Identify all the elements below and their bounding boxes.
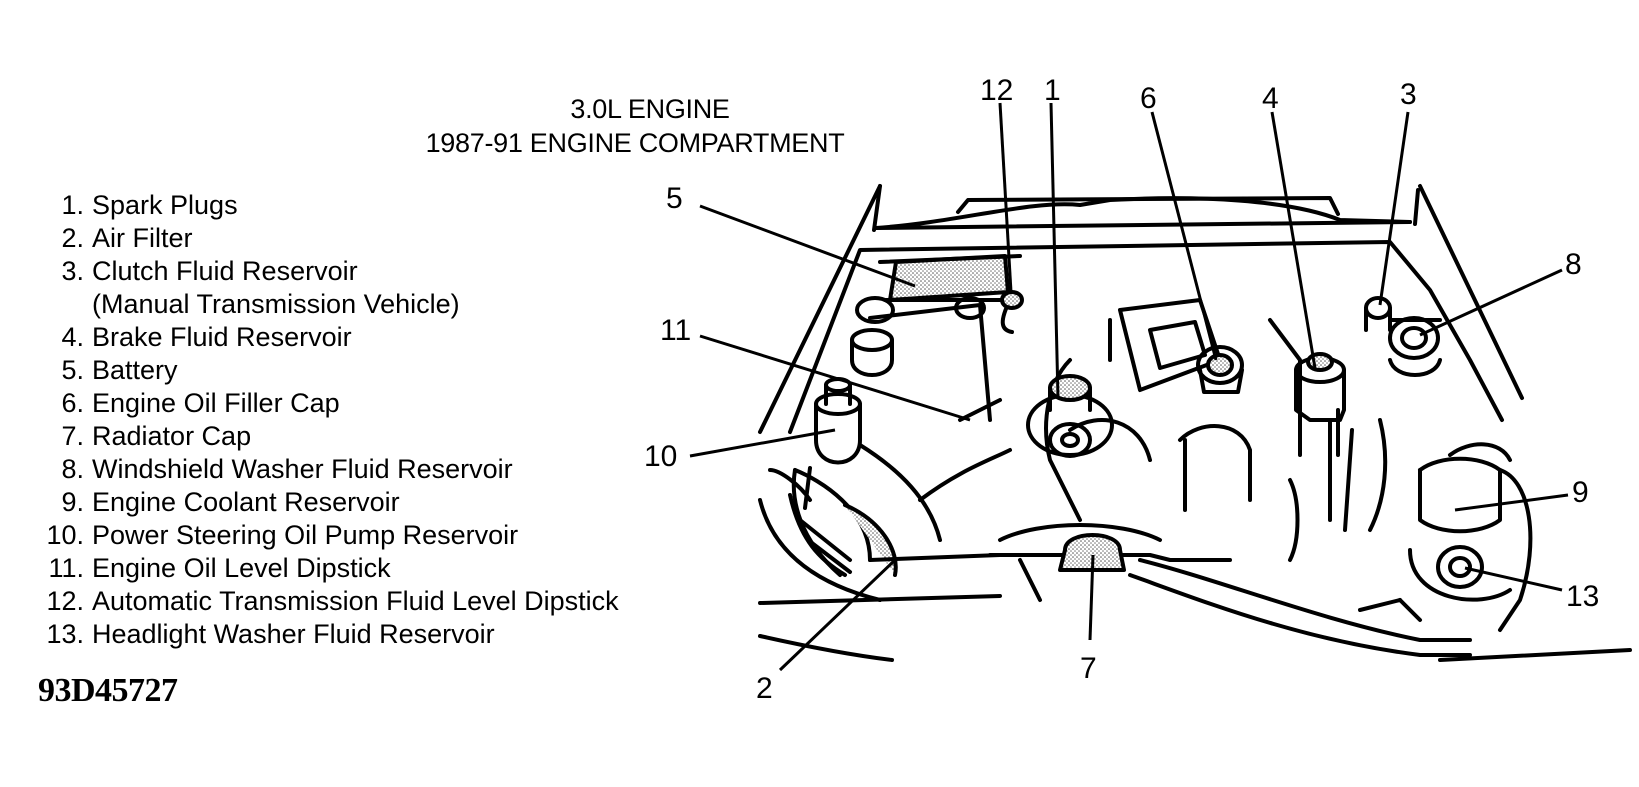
- leader-4: [1270, 111, 1317, 369]
- diagram-title-line1: 3.0L ENGINE: [570, 94, 730, 124]
- legend-number: 12.: [46, 586, 84, 616]
- callout-3: 3: [1400, 78, 1417, 111]
- leader-12: [998, 102, 1013, 293]
- legend-number: 1.: [61, 190, 84, 220]
- figure-code: 93D45727: [38, 672, 178, 709]
- callout-13: 13: [1566, 580, 1599, 613]
- legend-number: 7.: [61, 421, 84, 451]
- radiator-cap: [1058, 533, 1126, 572]
- leader-13: [1464, 566, 1563, 592]
- leader-6: [1150, 111, 1218, 361]
- washer-fluid-reservoir: [1388, 316, 1442, 377]
- legend-number: 4.: [61, 322, 84, 352]
- leader-3: [1378, 111, 1410, 306]
- leader-9: [1454, 493, 1569, 512]
- legend-number: 8.: [61, 454, 84, 484]
- legend-label: Spark Plugs: [92, 190, 238, 220]
- leader-2: [778, 558, 897, 672]
- callout-9: 9: [1572, 476, 1589, 509]
- legend-label: Air Filter: [92, 223, 193, 253]
- brake-fluid-reservoir: [1294, 352, 1346, 457]
- diagram-title-line2: 1987-91 ENGINE COMPARTMENT: [425, 128, 845, 158]
- legend-label: Headlight Washer Fluid Reservoir: [92, 619, 495, 649]
- legend-number: 5.: [61, 355, 84, 385]
- leader-5: [699, 204, 916, 288]
- legend-number: 10.: [46, 520, 84, 550]
- legend-label: Engine Oil Level Dipstick: [92, 553, 391, 583]
- leader-lines: [689, 102, 1569, 672]
- callout-8: 8: [1565, 248, 1582, 281]
- legend-label: Engine Coolant Reservoir: [92, 487, 400, 517]
- callout-1: 1: [1044, 74, 1061, 107]
- oil-filler-cap: [1196, 345, 1244, 394]
- callout-numbers: 12 1 6 4 3 5 11 10 8 9 13 7 2: [644, 74, 1599, 705]
- leader-8: [1419, 268, 1563, 337]
- legend-label: (Manual Transmission Vehicle): [92, 289, 460, 319]
- leader-10: [689, 428, 836, 458]
- legend-number: 11.: [48, 553, 84, 583]
- power-steering-reservoir: [803, 377, 862, 510]
- legend-number: 2.: [61, 223, 84, 253]
- legend-label: Automatic Transmission Fluid Level Dipst…: [92, 586, 619, 616]
- leader-11: [699, 334, 971, 422]
- callout-12: 12: [980, 74, 1013, 107]
- callout-2: 2: [756, 672, 773, 705]
- legend-label: Engine Oil Filler Cap: [92, 388, 340, 418]
- callout-6: 6: [1140, 82, 1157, 115]
- legend-number: 3.: [61, 256, 84, 286]
- legend-label: Radiator Cap: [92, 421, 252, 451]
- radiator-hoses: [758, 553, 1632, 662]
- legend-label: Power Steering Oil Pump Reservoir: [92, 520, 519, 550]
- hood-outline: [758, 184, 1524, 434]
- leader-7: [1088, 554, 1095, 641]
- clutch-fluid-reservoir: [1364, 296, 1392, 332]
- callout-7: 7: [1080, 652, 1097, 685]
- legend-number: 9.: [61, 487, 84, 517]
- legend-number: 6.: [61, 388, 84, 418]
- legend-number: 13.: [46, 619, 84, 649]
- callout-10: 10: [644, 440, 677, 473]
- spark-plug-area: [958, 290, 1114, 458]
- callout-4: 4: [1262, 82, 1279, 115]
- leader-1: [1049, 102, 1060, 399]
- callout-5: 5: [666, 182, 683, 215]
- legend-label: Windshield Washer Fluid Reservoir: [92, 454, 513, 484]
- legend-label: Clutch Fluid Reservoir: [92, 256, 358, 286]
- legend-label: Battery: [92, 355, 178, 385]
- legend-label: Brake Fluid Reservoir: [92, 322, 352, 352]
- battery: [855, 254, 1022, 422]
- callout-11: 11: [660, 314, 691, 347]
- coolant-reservoir: [1398, 442, 1533, 632]
- battery-clamp: [850, 328, 894, 377]
- air-filter-intake: [758, 443, 1012, 602]
